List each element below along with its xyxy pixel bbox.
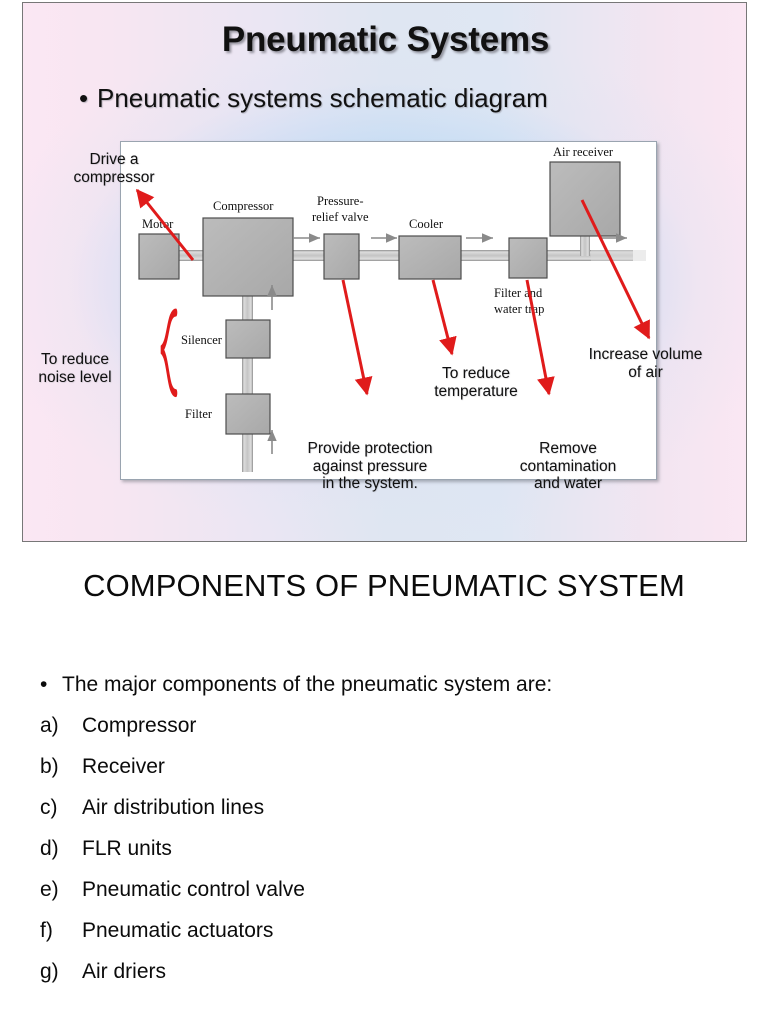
components-list: a) Compressor b) Receiver c) Air distrib… [40,714,740,1001]
arrow-provide-protection [341,279,373,396]
cooler-box [398,235,462,280]
line-fade [591,250,646,261]
list-item-marker: d) [40,837,59,860]
list-item-label: Receiver [82,755,165,778]
list-item-marker: a) [40,714,59,737]
components-section: COMPONENTS OF PNEUMATIC SYSTEM • The majo… [0,548,768,1024]
pressure-relief-valve-label-line1: Pressure- [317,194,364,208]
list-item: e) Pneumatic control valve [40,878,740,919]
list-item-label: Air driers [82,960,167,983]
list-item-label: Compressor [82,714,197,737]
filter-label: Filter [185,407,213,421]
filter-box [225,393,271,435]
receiver-riser [580,234,590,256]
list-item-marker: f) [40,919,53,942]
silencer-box [225,319,271,359]
list-item: f) Pneumatic actuators [40,919,740,960]
slide-bullet-line: • Pneumatic systems schematic diagram [79,83,739,114]
list-item-label: FLR units [82,837,172,860]
pressure-relief-valve-box [323,233,360,280]
intake-line [242,282,253,472]
components-lead-line: • The major components of the pneumatic s… [40,673,740,697]
list-item-marker: e) [40,878,59,901]
components-lead-label: The major components of the pneumatic sy… [62,673,553,696]
filter-water-trap-box [508,237,548,279]
annotation-drive-a-compressor: Drive a compressor [73,151,155,186]
list-item-marker: b) [40,755,59,778]
annotation-to-reduce-noise-level: To reduce noise level [38,351,112,386]
arrow-remove-contamination [525,279,555,396]
pneumatic-schematic-diagram: Motor Compressor Pressure- relief valve … [120,141,657,480]
filter-water-trap-label-line1: Filter and [494,286,543,300]
arrow-drive-a-compressor [135,188,195,261]
compressor-label: Compressor [213,199,274,213]
slide-title: Pneumatic Systems [221,20,550,59]
list-item: d) FLR units [40,837,740,878]
silencer-label: Silencer [181,333,223,347]
list-item: b) Receiver [40,755,740,796]
components-section-title: COMPONENTS OF PNEUMATIC SYSTEM [83,568,685,603]
filter-water-trap-label-line2: water trap [494,302,544,316]
schematic-svg: Motor Compressor Pressure- relief valve … [135,145,651,472]
list-item-marker: c) [40,796,58,819]
air-receiver-label: Air receiver [553,145,614,159]
bullet-marker-icon: • [40,673,48,696]
pneumatic-systems-slide: Pneumatic Systems • Pneumatic systems sch… [22,2,747,542]
annotation-remove-contamination: Remove contamination and water [519,440,617,493]
bullet-marker-icon: • [79,83,89,113]
annotation-increase-volume-of-air: Increase volume of air [588,346,703,381]
list-item-label: Air distribution lines [82,796,265,819]
slide-bullet-label: Pneumatic systems schematic diagram [97,83,548,113]
compressor-box [202,217,294,297]
list-item: a) Compressor [40,714,740,755]
pressure-relief-valve-label-line2: relief valve [312,210,369,224]
noise-brace-icon [160,308,178,398]
annotation-to-reduce-temperature: To reduce temperature [434,365,518,400]
list-item: g) Air driers [40,960,740,1001]
main-air-line [163,250,633,261]
arrow-to-reduce-temperature [431,279,457,356]
list-item-label: Pneumatic actuators [82,919,274,942]
list-item-marker: g) [40,960,59,983]
motor-box [138,233,180,280]
list-item-label: Pneumatic control valve [82,878,305,901]
cooler-label: Cooler [409,217,444,231]
air-receiver-box [549,161,621,237]
arrow-increase-volume [580,199,651,340]
list-item: c) Air distribution lines [40,796,740,837]
annotation-provide-protection: Provide protection against pressure in t… [307,440,433,493]
